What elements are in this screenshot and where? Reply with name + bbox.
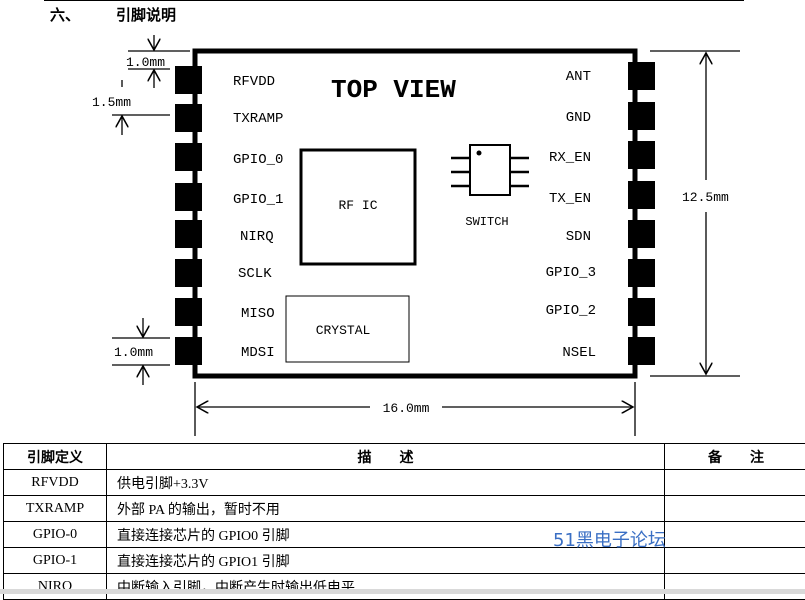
pin-note bbox=[665, 574, 805, 600]
pin-label-left: RFVDD bbox=[233, 74, 275, 90]
pad-right-8 bbox=[628, 337, 655, 365]
pin-name: TXRAMP bbox=[4, 496, 107, 522]
pin-name: GPIO-1 bbox=[4, 548, 107, 574]
pin-label-right: GND bbox=[566, 110, 591, 126]
pin-note bbox=[665, 470, 805, 496]
dim-height bbox=[650, 51, 740, 376]
forum-watermark: 51黑电子论坛 bbox=[553, 526, 666, 552]
table-row: TXRAMP 外部 PA 的输出，暂时不用 bbox=[4, 496, 805, 522]
header-note: 备 注 bbox=[665, 444, 805, 470]
pin-name: RFVDD bbox=[4, 470, 107, 496]
table-row: GPIO-1 直接连接芯片的 GPIO1 引脚 bbox=[4, 548, 805, 574]
pin-label-right: TX_EN bbox=[549, 191, 591, 207]
dim-width-label: 16.0mm bbox=[383, 401, 430, 416]
pin-note bbox=[665, 548, 805, 574]
pin-note bbox=[665, 522, 805, 548]
pad-left-5 bbox=[175, 220, 202, 248]
pad-left-2 bbox=[175, 104, 202, 132]
pin-note bbox=[665, 496, 805, 522]
crystal-label: CRYSTAL bbox=[316, 323, 371, 338]
pin-label-right: SDN bbox=[566, 229, 591, 245]
pad-right-2 bbox=[628, 102, 655, 130]
table-header-row: 引脚定义 描 述 备 注 bbox=[4, 444, 805, 470]
pin-label-right: RX_EN bbox=[549, 150, 591, 166]
pin-description: 供电引脚+3.3V bbox=[107, 470, 665, 496]
pad-right-3 bbox=[628, 141, 655, 169]
pin-label-left: MDSI bbox=[241, 345, 275, 361]
header-pin-name: 引脚定义 bbox=[4, 444, 107, 470]
dim-pitch-label: 1.5mm bbox=[92, 95, 131, 110]
pin-label-left: TXRAMP bbox=[233, 111, 283, 127]
pin-label-left: MISO bbox=[241, 306, 275, 322]
pin-table: 引脚定义 描 述 备 注 RFVDD 供电引脚+3.3V TXRAMP 外部 P… bbox=[3, 443, 805, 600]
pad-right-4 bbox=[628, 181, 655, 209]
table-row: GPIO-0 直接连接芯片的 GPIO0 引脚 bbox=[4, 522, 805, 548]
dim-pad-label: 1.0mm bbox=[126, 55, 165, 70]
dim-height-label: 12.5mm bbox=[682, 190, 729, 205]
pin-description: 中断输入引脚，中断产生时输出低电平 bbox=[107, 574, 665, 600]
pin-label-left: NIRQ bbox=[240, 229, 274, 245]
pad-left-7 bbox=[175, 298, 202, 326]
switch-label: SWITCH bbox=[465, 215, 508, 229]
pad-left-4 bbox=[175, 183, 202, 211]
table-row: RFVDD 供电引脚+3.3V bbox=[4, 470, 805, 496]
pin-name: GPIO-0 bbox=[4, 522, 107, 548]
pin-label-left: GPIO_1 bbox=[233, 192, 283, 208]
pin-description: 外部 PA 的输出，暂时不用 bbox=[107, 496, 665, 522]
pad-right-7 bbox=[628, 298, 655, 326]
module-top-view-diagram: RFVDD TXRAMP GPIO_0 GPIO_1 NIRQ SCLK MIS… bbox=[0, 0, 805, 440]
rf-ic-label: RF IC bbox=[338, 198, 377, 213]
pin-label-right: GPIO_3 bbox=[546, 265, 596, 281]
pin-label-right: ANT bbox=[566, 69, 591, 85]
pad-right-5 bbox=[628, 220, 655, 248]
table-row: NIRQ 中断输入引脚，中断产生时输出低电平 bbox=[4, 574, 805, 600]
pad-right-1 bbox=[628, 62, 655, 90]
pin-name: NIRQ bbox=[4, 574, 107, 600]
header-description: 描 述 bbox=[107, 444, 665, 470]
pin-label-left: SCLK bbox=[238, 266, 272, 282]
top-view-label: TOP VIEW bbox=[331, 75, 456, 105]
pad-left-1 bbox=[175, 66, 202, 94]
pad-left-8 bbox=[175, 337, 202, 365]
bottom-scroll-bar bbox=[0, 589, 805, 594]
dim-pad-bottom-label: 1.0mm bbox=[114, 345, 153, 360]
pin-label-right: GPIO_2 bbox=[546, 303, 596, 319]
pad-right-6 bbox=[628, 259, 655, 287]
pad-left-3 bbox=[175, 143, 202, 171]
pin-label-right: NSEL bbox=[562, 345, 596, 361]
pad-left-6 bbox=[175, 259, 202, 287]
pin-label-left: GPIO_0 bbox=[233, 152, 283, 168]
